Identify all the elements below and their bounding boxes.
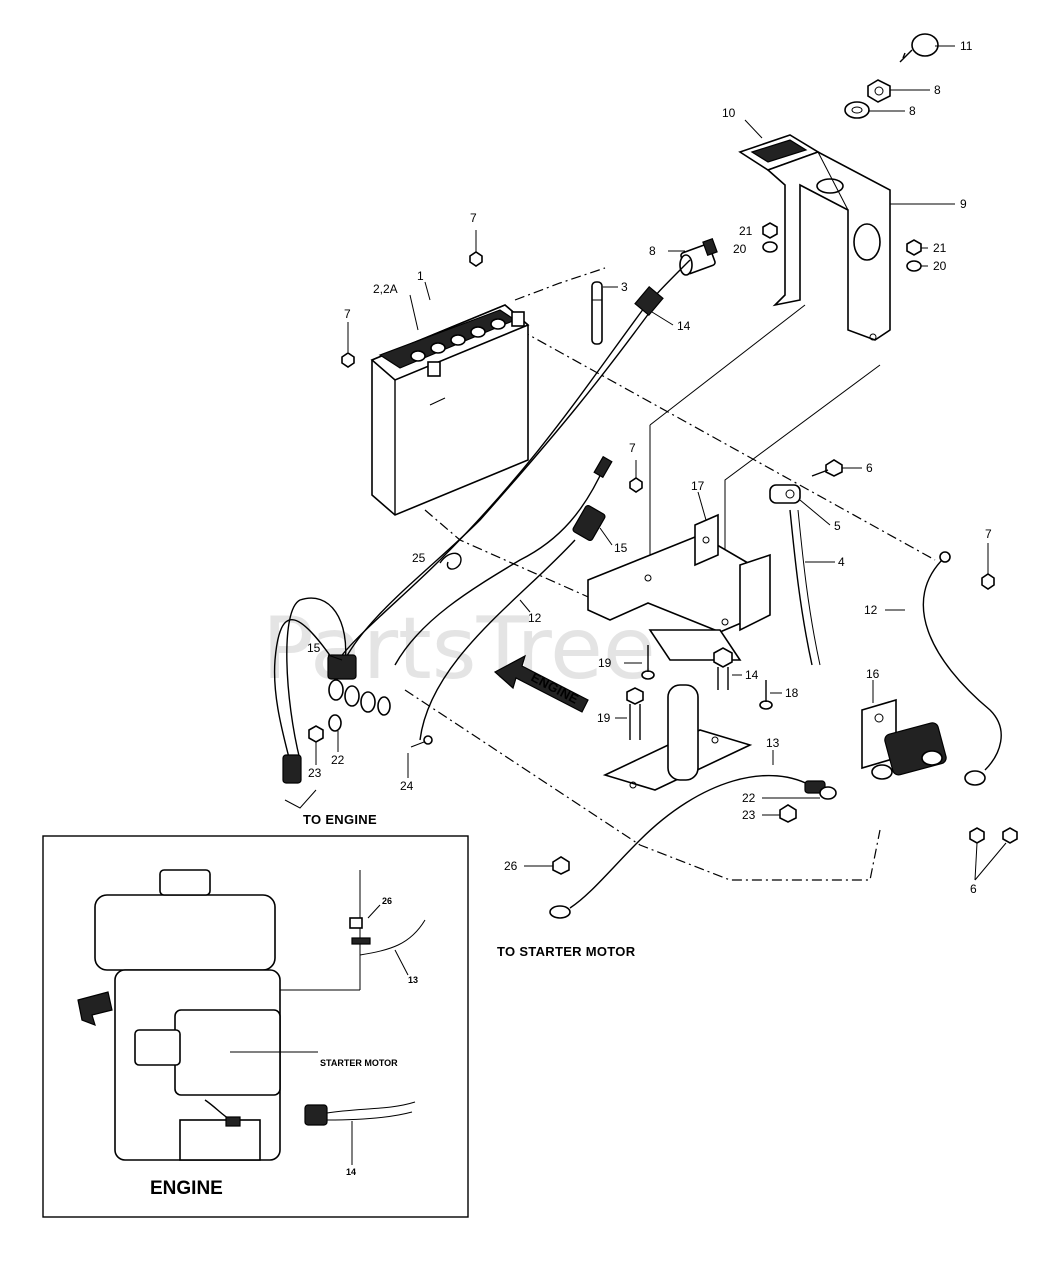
wire-clip xyxy=(439,552,462,570)
callout-11: 11 xyxy=(960,39,973,53)
callout-8-nut: 8 xyxy=(934,83,941,97)
callout-6-top: 6 xyxy=(866,461,873,475)
callout-3: 3 xyxy=(621,280,628,294)
inset-callout-13: 13 xyxy=(408,975,418,985)
fuse xyxy=(591,281,603,345)
leader-lines xyxy=(315,45,1007,881)
to-engine-bracket xyxy=(284,789,317,809)
switch-nut xyxy=(867,79,891,103)
callout-5: 5 xyxy=(834,519,841,533)
callout-21-upper: 21 xyxy=(739,224,753,238)
callout-17: 17 xyxy=(691,479,705,493)
washer-20-upper xyxy=(762,241,778,253)
callout-4: 4 xyxy=(838,555,845,569)
callout-12-right: 12 xyxy=(864,603,878,617)
nut-21-upper xyxy=(762,222,778,239)
callout-22-right: 22 xyxy=(742,791,756,805)
screw-7-right xyxy=(981,573,995,590)
callout-2-2a: 2,2A xyxy=(373,282,398,296)
mounting-post xyxy=(602,629,753,791)
ground-eyelet xyxy=(410,735,433,748)
callout-labels: 11 8 8 10 9 7 21 20 8 21 20 1 2,2A 3 14 … xyxy=(307,39,992,896)
watermark: PartsTree xyxy=(262,599,656,699)
callout-7-left: 7 xyxy=(344,307,351,321)
starter-solenoid xyxy=(861,698,947,780)
inset-callout-14: 14 xyxy=(346,1167,356,1177)
washer-22-left xyxy=(328,714,342,732)
callout-10: 10 xyxy=(722,106,736,120)
bolt-18-right xyxy=(759,680,773,710)
callout-15-left: 15 xyxy=(307,641,321,655)
bolt-18-left xyxy=(641,645,655,680)
callout-21-right: 21 xyxy=(933,241,947,255)
inset-callout-26: 26 xyxy=(382,896,392,906)
callout-8-washer: 8 xyxy=(909,104,916,118)
bolt-6-right-lower xyxy=(969,827,985,844)
callout-22-left: 22 xyxy=(331,753,345,767)
callout-7-mid: 7 xyxy=(629,441,636,455)
nut-23-left xyxy=(308,725,324,743)
ignition-switch xyxy=(679,237,718,276)
engine-inset: 26 13 14 STARTER MOTOR ENGINE xyxy=(42,835,469,1218)
callout-12-left: 12 xyxy=(528,611,542,625)
engine-drawing xyxy=(77,869,426,1161)
nut-23-right xyxy=(779,804,797,823)
callout-25: 25 xyxy=(412,551,426,565)
callout-20-upper: 20 xyxy=(733,242,747,256)
callout-1: 1 xyxy=(417,269,424,283)
callout-9: 9 xyxy=(960,197,967,211)
callout-16: 16 xyxy=(866,667,880,681)
battery-cable-right xyxy=(922,551,1002,786)
callout-19-lower: 19 xyxy=(597,711,611,725)
callout-7-right: 7 xyxy=(985,527,992,541)
cable-clamp xyxy=(769,484,801,504)
screw-7-left xyxy=(341,352,355,368)
callout-23-right: 23 xyxy=(742,808,756,822)
battery xyxy=(370,304,530,516)
callout-8-switch: 8 xyxy=(649,244,656,258)
dash-bracket xyxy=(766,151,891,341)
callout-19-upper: 19 xyxy=(598,656,612,670)
inset-title: ENGINE xyxy=(150,1178,223,1199)
callout-13: 13 xyxy=(766,736,780,750)
bolt-6-right-upper xyxy=(1002,827,1018,844)
harness-connector-left xyxy=(327,654,391,716)
callout-15-upper: 15 xyxy=(614,541,628,555)
to-starter-motor-caption: TO STARTER MOTOR xyxy=(497,944,636,959)
screw-7-top xyxy=(469,251,483,267)
callout-6-bottom: 6 xyxy=(970,882,977,896)
washer-22-right xyxy=(819,786,837,800)
inset-starter-motor-label: STARTER MOTOR xyxy=(320,1058,398,1068)
callout-23-left: 23 xyxy=(308,766,322,780)
callout-26: 26 xyxy=(504,859,518,873)
washer-20-right xyxy=(906,260,922,272)
callout-14-harness: 14 xyxy=(677,319,691,333)
callout-18: 18 xyxy=(785,686,799,700)
callout-20-right: 20 xyxy=(933,259,947,273)
lock-washer xyxy=(844,101,870,119)
wire-harness xyxy=(273,259,691,784)
bolt-6-top xyxy=(811,459,843,477)
nut-26 xyxy=(552,856,570,875)
bolt-14-center xyxy=(713,647,733,690)
callout-14-bolt: 14 xyxy=(745,668,759,682)
callout-7-top: 7 xyxy=(470,211,477,225)
screw-7-mid xyxy=(629,477,643,493)
callout-24: 24 xyxy=(400,779,414,793)
bolt-19-left xyxy=(626,687,644,740)
ignition-key xyxy=(899,33,939,63)
mounting-plate xyxy=(587,513,771,633)
nut-21-right xyxy=(906,239,922,256)
starter-cable xyxy=(549,774,826,919)
rubber-boot xyxy=(789,509,821,666)
to-engine-caption: TO ENGINE xyxy=(303,812,377,827)
